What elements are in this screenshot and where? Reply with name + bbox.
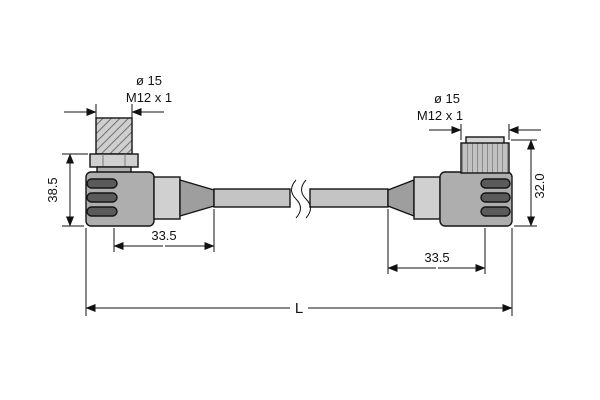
overall-length-label: L bbox=[295, 300, 303, 317]
dim-overall-length: L bbox=[85, 228, 513, 317]
left-grip-rib bbox=[86, 192, 118, 203]
dim-left-height: 38.5 bbox=[45, 153, 88, 227]
dim-right-thread: ø 15 M12 x 1 bbox=[417, 91, 541, 140]
right-connector bbox=[387, 136, 513, 227]
right-strain-relief bbox=[387, 178, 415, 218]
left-thread-label: M12 x 1 bbox=[126, 90, 172, 105]
dim-right-height: 32.0 bbox=[511, 139, 547, 227]
right-grip-rib bbox=[480, 206, 511, 217]
right-coupling-nut bbox=[460, 142, 510, 174]
right-diameter-label: ø 15 bbox=[434, 91, 460, 106]
left-rear-collar bbox=[153, 176, 181, 220]
left-diameter-label: ø 15 bbox=[136, 73, 162, 88]
left-grip-rib bbox=[86, 206, 118, 217]
right-length-label: 33.5 bbox=[424, 250, 449, 265]
right-height-label: 32.0 bbox=[532, 173, 547, 198]
left-connector bbox=[85, 117, 215, 227]
left-hex-collar bbox=[89, 153, 139, 168]
left-thread bbox=[95, 117, 133, 155]
left-height-label: 38.5 bbox=[45, 177, 60, 202]
left-grip-rib bbox=[86, 178, 118, 189]
cable bbox=[213, 179, 389, 219]
right-grip-rib bbox=[480, 192, 511, 203]
cable-break-line bbox=[291, 179, 301, 219]
right-thread-label: M12 x 1 bbox=[417, 108, 463, 123]
right-front-collar bbox=[413, 176, 441, 220]
dim-right-length: 33.5 bbox=[387, 209, 486, 274]
cable-break-line bbox=[301, 179, 311, 219]
right-grip-rib bbox=[480, 178, 511, 189]
left-strain-relief bbox=[179, 179, 215, 217]
left-length-label: 33.5 bbox=[151, 228, 176, 243]
dim-left-thread: ø 15 M12 x 1 bbox=[64, 73, 172, 120]
cable-right-segment bbox=[309, 188, 389, 208]
cable-left-segment bbox=[213, 188, 291, 208]
dim-left-length: 33.5 bbox=[113, 209, 215, 252]
